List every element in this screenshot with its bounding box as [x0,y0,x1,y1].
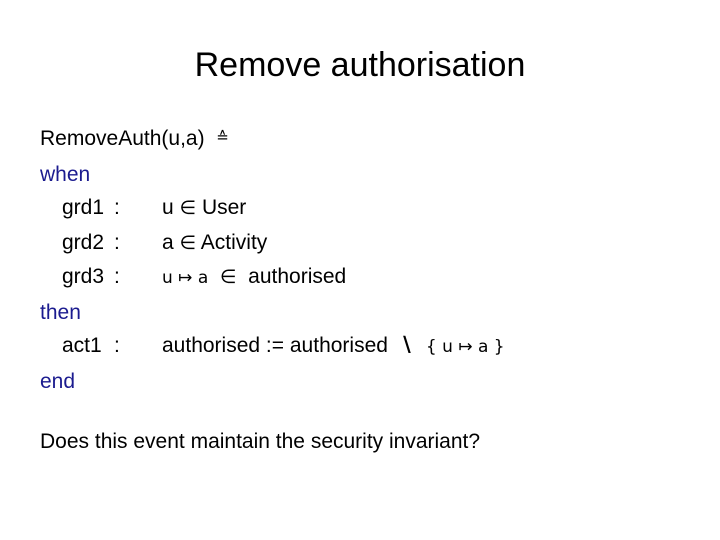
guard-row: grd1: u ∈ User [40,191,680,226]
keyword-when: when [40,162,91,186]
action-label: act1 [62,334,102,357]
guard-left: u ↦ a [162,268,209,288]
action-target: authorised [162,334,261,357]
guard-row: grd3: u ↦ a ∈ authorised [40,260,680,296]
action-removed-set: { u ↦ a } [425,337,505,357]
guard-label: grd1 [62,196,105,219]
guard-separator: : [114,265,120,288]
guard-expression: a ∈ Activity [162,226,267,261]
definition-symbol: ≙ [216,128,229,146]
keyword-then: then [40,300,81,324]
keyword-when-line: when [40,158,680,192]
set-minus-symbol: ∖ [399,333,415,357]
assignment-symbol: := [265,334,285,357]
action-expression: authorised := authorised ∖ { u ↦ a } [162,329,505,365]
guard-expression: u ∈ User [162,191,246,226]
action-separator: : [114,334,120,357]
guard-right: Activity [200,230,268,254]
guard-expression: u ↦ a ∈ authorised [162,260,346,296]
guard-right: User [201,196,247,219]
keyword-end-line: end [40,365,680,399]
guard-left: a [162,230,174,254]
action-row: act1: authorised := authorised ∖ { u ↦ a … [40,329,680,365]
guard-separator: : [114,230,120,254]
action-source: authorised [289,334,388,357]
keyword-then-line: then [40,296,680,330]
guard-right: authorised [248,265,347,288]
guard-row: grd2: a ∈ Activity [40,226,680,261]
element-of-symbol: ∈ [179,197,197,219]
event-definition-block: RemoveAuth(u,a) ≙ when grd1: u ∈ User grd… [40,122,680,398]
event-signature-line: RemoveAuth(u,a) ≙ [40,122,680,158]
guard-separator: : [114,196,120,219]
page-title: Remove authorisation [194,46,526,84]
element-of-symbol: ∈ [179,231,197,254]
guard-label: grd3 [62,265,105,288]
keyword-end: end [40,369,76,393]
element-of-symbol: ∈ [219,266,237,288]
guard-left: u [162,196,174,219]
event-signature: RemoveAuth(u,a) [40,127,205,150]
guard-label: grd2 [62,230,105,254]
question-text: Does this event maintain the security in… [40,430,481,453]
